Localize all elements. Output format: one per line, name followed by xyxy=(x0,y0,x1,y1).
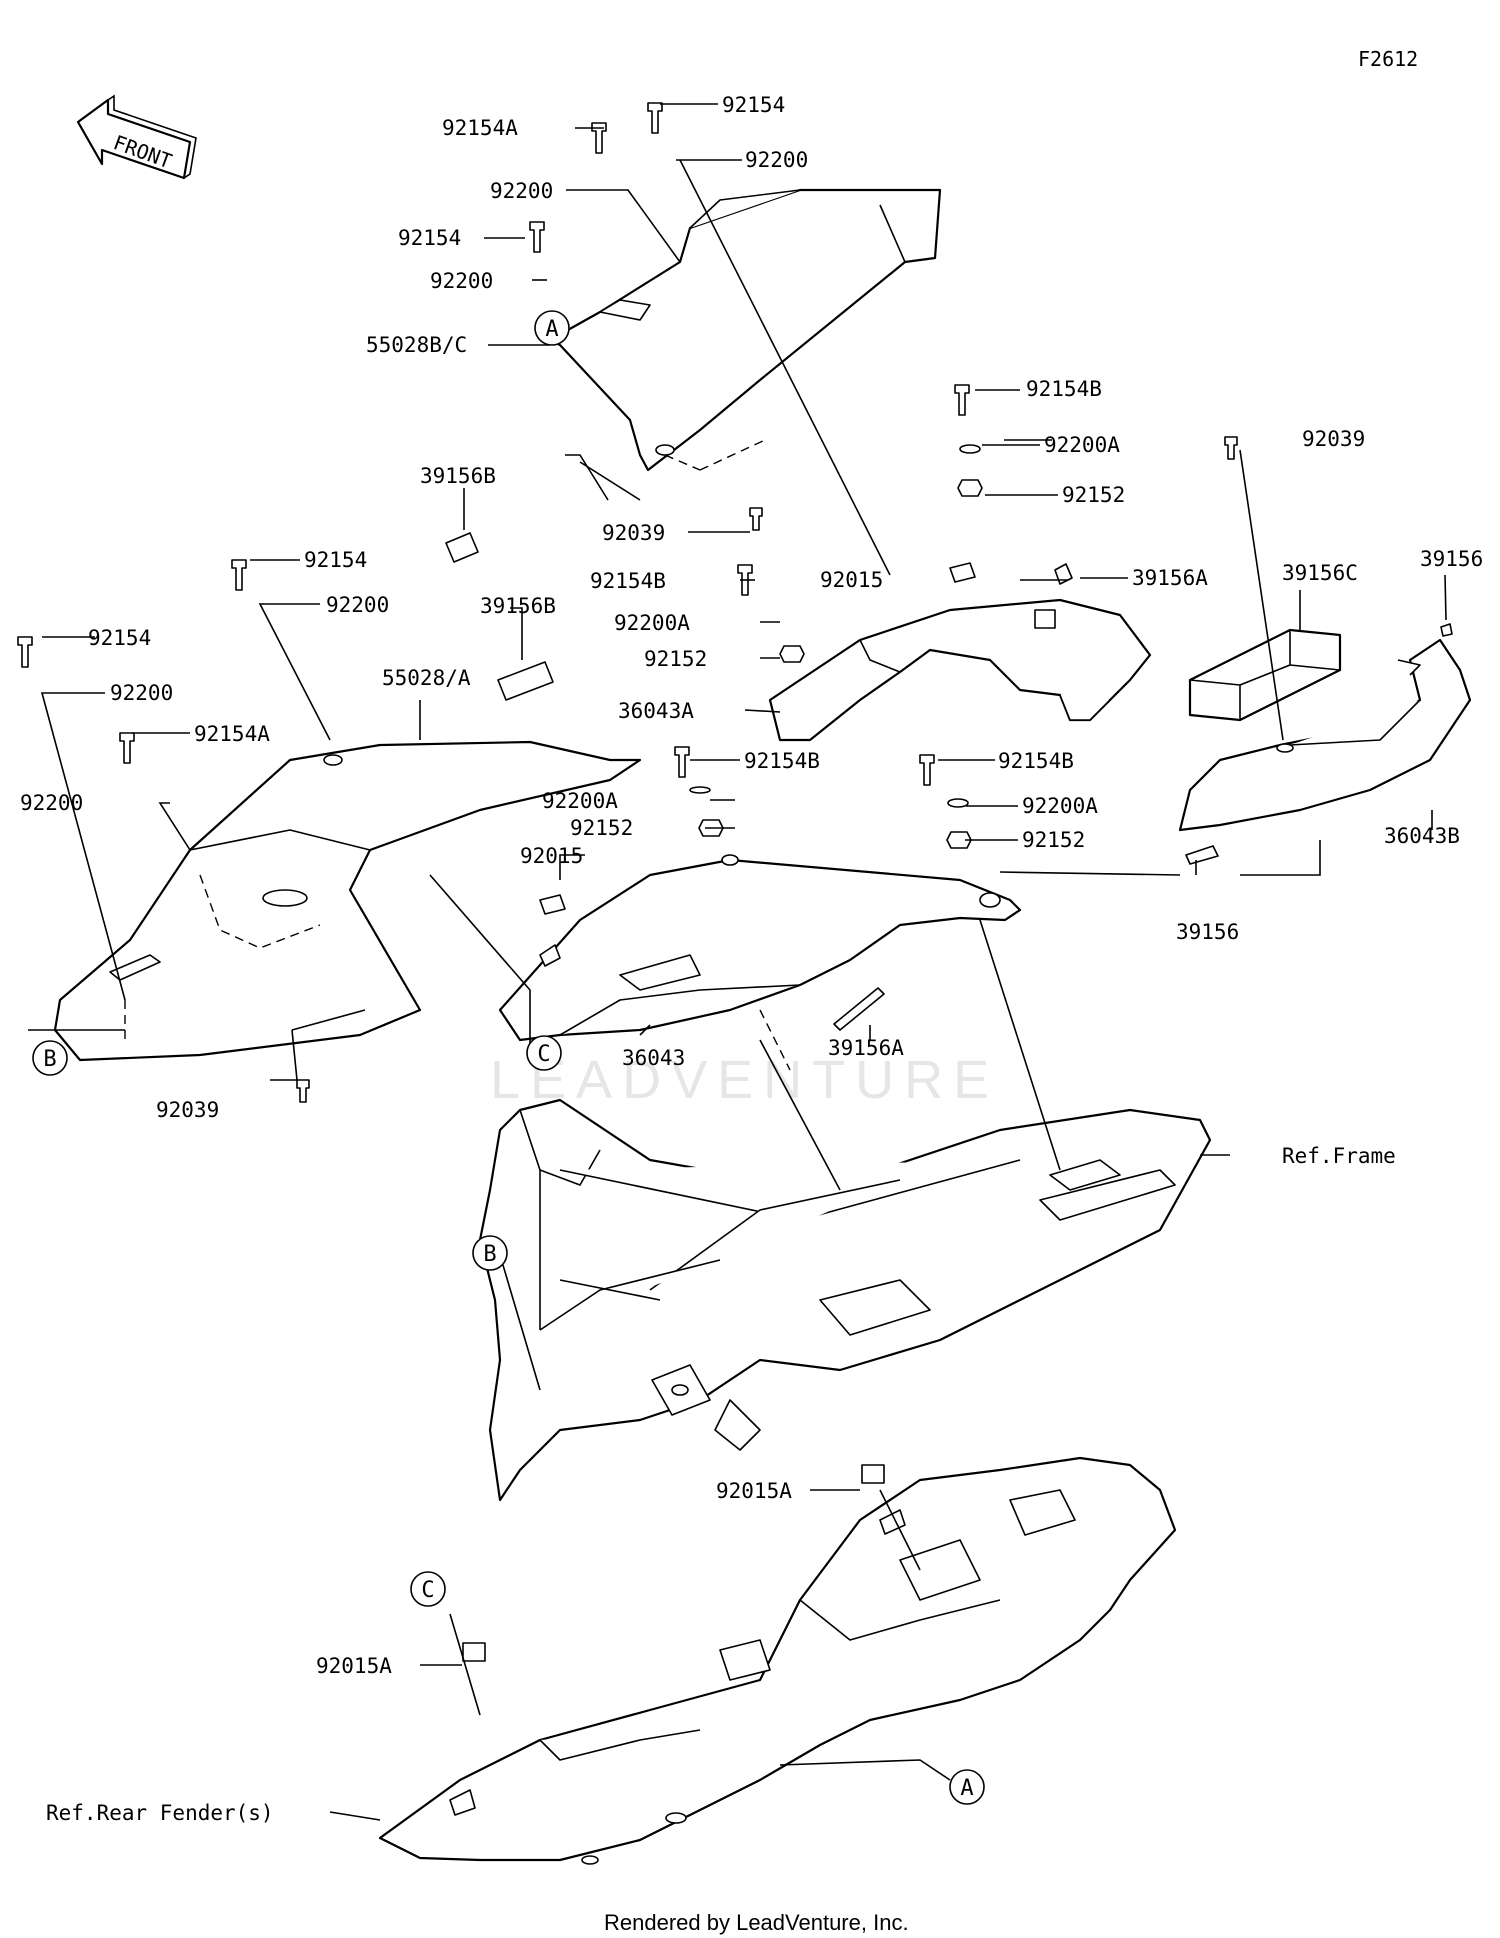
part-label: 39156 xyxy=(1176,920,1239,944)
part-label: 92200A xyxy=(542,789,618,813)
part-label: 92015A xyxy=(316,1654,392,1678)
svg-text:B: B xyxy=(43,1047,56,1072)
part-label: Ref.Rear Fender(s) xyxy=(46,1801,274,1825)
part-label: 36043B xyxy=(1384,824,1460,848)
small-pads xyxy=(445,532,1453,1031)
part-label: 39156B xyxy=(420,464,496,488)
part-label: 92152 xyxy=(1062,483,1125,507)
footer-credit: Rendered by LeadVenture, Inc. xyxy=(604,1910,909,1935)
callout-b-left: B xyxy=(32,1040,68,1076)
part-label: 92154A xyxy=(442,116,518,140)
part-label: 92154B xyxy=(744,749,820,773)
rail-36043b-part xyxy=(1178,638,1472,832)
callout-c-fender: C xyxy=(410,1571,446,1607)
svg-text:C: C xyxy=(421,1578,434,1603)
part-label: 92200 xyxy=(745,148,808,172)
part-label: 39156C xyxy=(1282,561,1358,585)
part-label: 92015 xyxy=(520,844,583,868)
callout-a-fender: A xyxy=(949,1769,985,1805)
callout-c-middle: C xyxy=(526,1035,562,1071)
part-label: 92154 xyxy=(88,626,151,650)
part-label: 92200 xyxy=(20,791,83,815)
part-label: 55028/A xyxy=(382,666,471,690)
callout-a-top: A xyxy=(534,310,570,346)
part-label: 92015A xyxy=(716,1479,792,1503)
side-cowl-left-part xyxy=(53,740,642,1062)
svg-text:B: B xyxy=(483,1242,496,1267)
part-label: 92152 xyxy=(644,647,707,671)
seat-cowl-top-part xyxy=(548,188,942,472)
part-label: 92200A xyxy=(1022,794,1098,818)
pad-39156c-part xyxy=(1188,628,1342,722)
part-label: Ref.Frame xyxy=(1282,1144,1396,1168)
part-label: 92154 xyxy=(304,548,367,572)
part-label: 92152 xyxy=(1022,828,1085,852)
part-label: 39156A xyxy=(828,1036,904,1060)
front-arrow-icon: FRONT xyxy=(76,94,197,180)
part-label: 55028B/C xyxy=(366,333,467,357)
bracket-36043a-part xyxy=(768,598,1152,742)
part-label: 39156 xyxy=(1420,547,1483,571)
part-label: 92200 xyxy=(430,269,493,293)
part-label: 92154B xyxy=(1026,377,1102,401)
part-label: 92200 xyxy=(110,681,173,705)
part-label: 92152 xyxy=(570,816,633,840)
part-label: 39156A xyxy=(1132,566,1208,590)
part-label: 92154B xyxy=(590,569,666,593)
watermark: LEADVENTURE xyxy=(490,1050,999,1110)
part-label: 92015 xyxy=(820,568,883,592)
part-label: 92154 xyxy=(398,226,461,250)
part-label: 92200 xyxy=(326,593,389,617)
part-label: 92200 xyxy=(490,179,553,203)
frame-part xyxy=(478,1098,1212,1502)
figure-code: F2612 xyxy=(1358,47,1418,71)
bracket-36043-part xyxy=(498,854,1022,1071)
part-label: 39156B xyxy=(480,594,556,618)
part-label: 92200A xyxy=(1044,433,1120,457)
part-label: 92154A xyxy=(194,722,270,746)
svg-text:A: A xyxy=(960,1776,973,1801)
svg-text:C: C xyxy=(537,1042,550,1067)
part-label: 92039 xyxy=(156,1098,219,1122)
part-label: 92039 xyxy=(1302,427,1365,451)
part-label: 92154B xyxy=(998,749,1074,773)
part-label: 92039 xyxy=(602,521,665,545)
part-label: 36043 xyxy=(622,1046,685,1070)
svg-text:A: A xyxy=(545,317,558,342)
part-label: 92154 xyxy=(722,93,785,117)
part-label: 92200A xyxy=(614,611,690,635)
part-labels: 92154 92154A 92200 92200 92154 92200 550… xyxy=(20,93,1483,1825)
part-label: 36043A xyxy=(618,699,694,723)
rear-fender-part xyxy=(378,1456,1177,1865)
fastener-icons xyxy=(17,102,1238,1662)
callout-b-frame: B xyxy=(472,1235,508,1271)
leader-lines xyxy=(28,103,1447,1821)
